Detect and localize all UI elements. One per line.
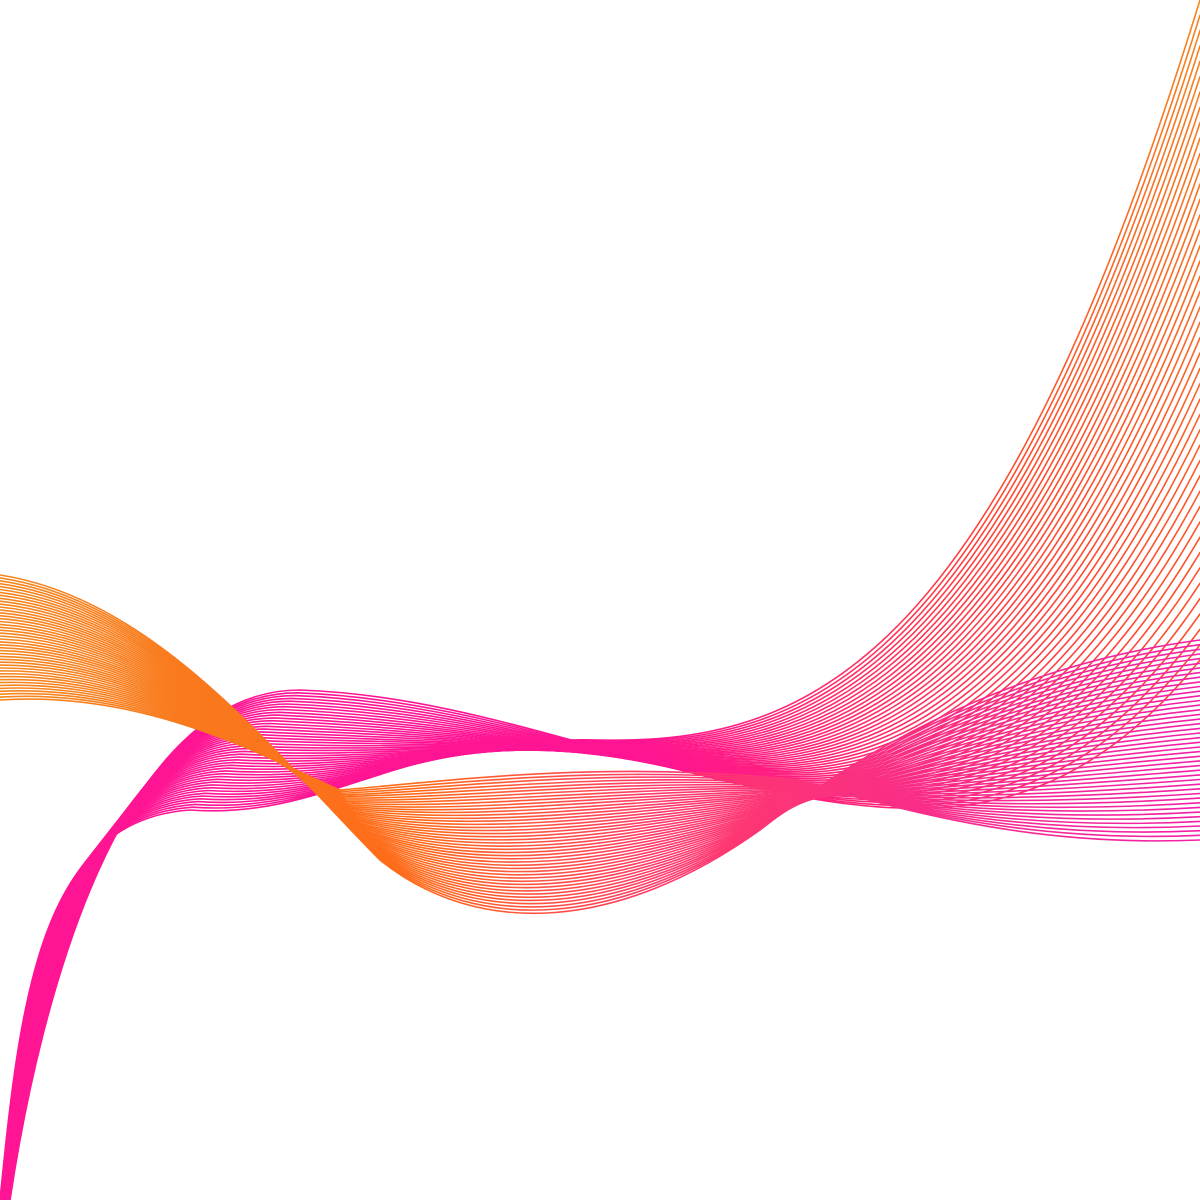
ribbon-b-line xyxy=(0,689,1200,829)
ribbon-b-line xyxy=(0,661,1200,820)
ribbon-b-line xyxy=(0,620,1200,863)
ribbon-b-line xyxy=(0,577,1200,911)
ribbon-b-line xyxy=(0,609,1200,876)
ribbon-b-line xyxy=(0,641,1200,841)
ribbon-b-line xyxy=(0,617,1200,867)
ribbon-b-line xyxy=(0,600,1200,886)
ribbon-b-line xyxy=(0,698,1200,842)
ribbon-b-line xyxy=(0,658,1200,823)
ribbon-b-line xyxy=(0,678,1200,812)
ribbon-b-line xyxy=(0,612,1200,873)
ribbon-b-line xyxy=(0,664,1200,817)
ribbon-b-line xyxy=(0,670,1200,811)
ribbon-b-line xyxy=(0,623,1200,860)
ribbon-b-line xyxy=(0,675,1200,809)
ribbon-b-line xyxy=(0,687,1200,825)
ribbon-b-line xyxy=(0,644,1200,838)
ribbon-b-line xyxy=(0,582,1200,905)
ribbon-b-line xyxy=(0,635,1200,848)
ribbon-b-line xyxy=(0,597,1200,889)
ribbon-b-line xyxy=(0,614,1200,870)
ribbon-b-line xyxy=(0,672,1200,808)
ribbon-b-line xyxy=(0,603,1200,883)
ribbon-b-line xyxy=(0,695,1200,838)
ribbon-b-line xyxy=(0,649,1200,832)
ribbon-b-line xyxy=(0,646,1200,835)
ribbon-b-line xyxy=(0,591,1200,895)
ribbon-b-line xyxy=(0,580,1200,908)
ribbon-a-line xyxy=(9,659,1200,1200)
ribbon-b-line xyxy=(0,629,1200,854)
ribbon-b-line xyxy=(0,655,1200,826)
ribbon-b-line xyxy=(0,692,1200,833)
ribbon-b-line xyxy=(0,684,1200,820)
ribbon-b-line xyxy=(0,606,1200,879)
ribbon-b-line xyxy=(0,652,1200,829)
orange-to-magenta-wave-ribbon xyxy=(0,574,1200,915)
ribbon-b-line xyxy=(0,594,1200,892)
ribbon-b-line xyxy=(0,574,1200,915)
ribbon-b-line xyxy=(0,667,1200,814)
ribbon-b-line xyxy=(0,585,1200,902)
ribbon-b-line xyxy=(0,632,1200,851)
ribbon-b-line xyxy=(0,588,1200,899)
ribbon-b-line xyxy=(0,626,1200,857)
ribbon-b-line xyxy=(0,681,1200,816)
ribbon-b-line xyxy=(0,638,1200,844)
